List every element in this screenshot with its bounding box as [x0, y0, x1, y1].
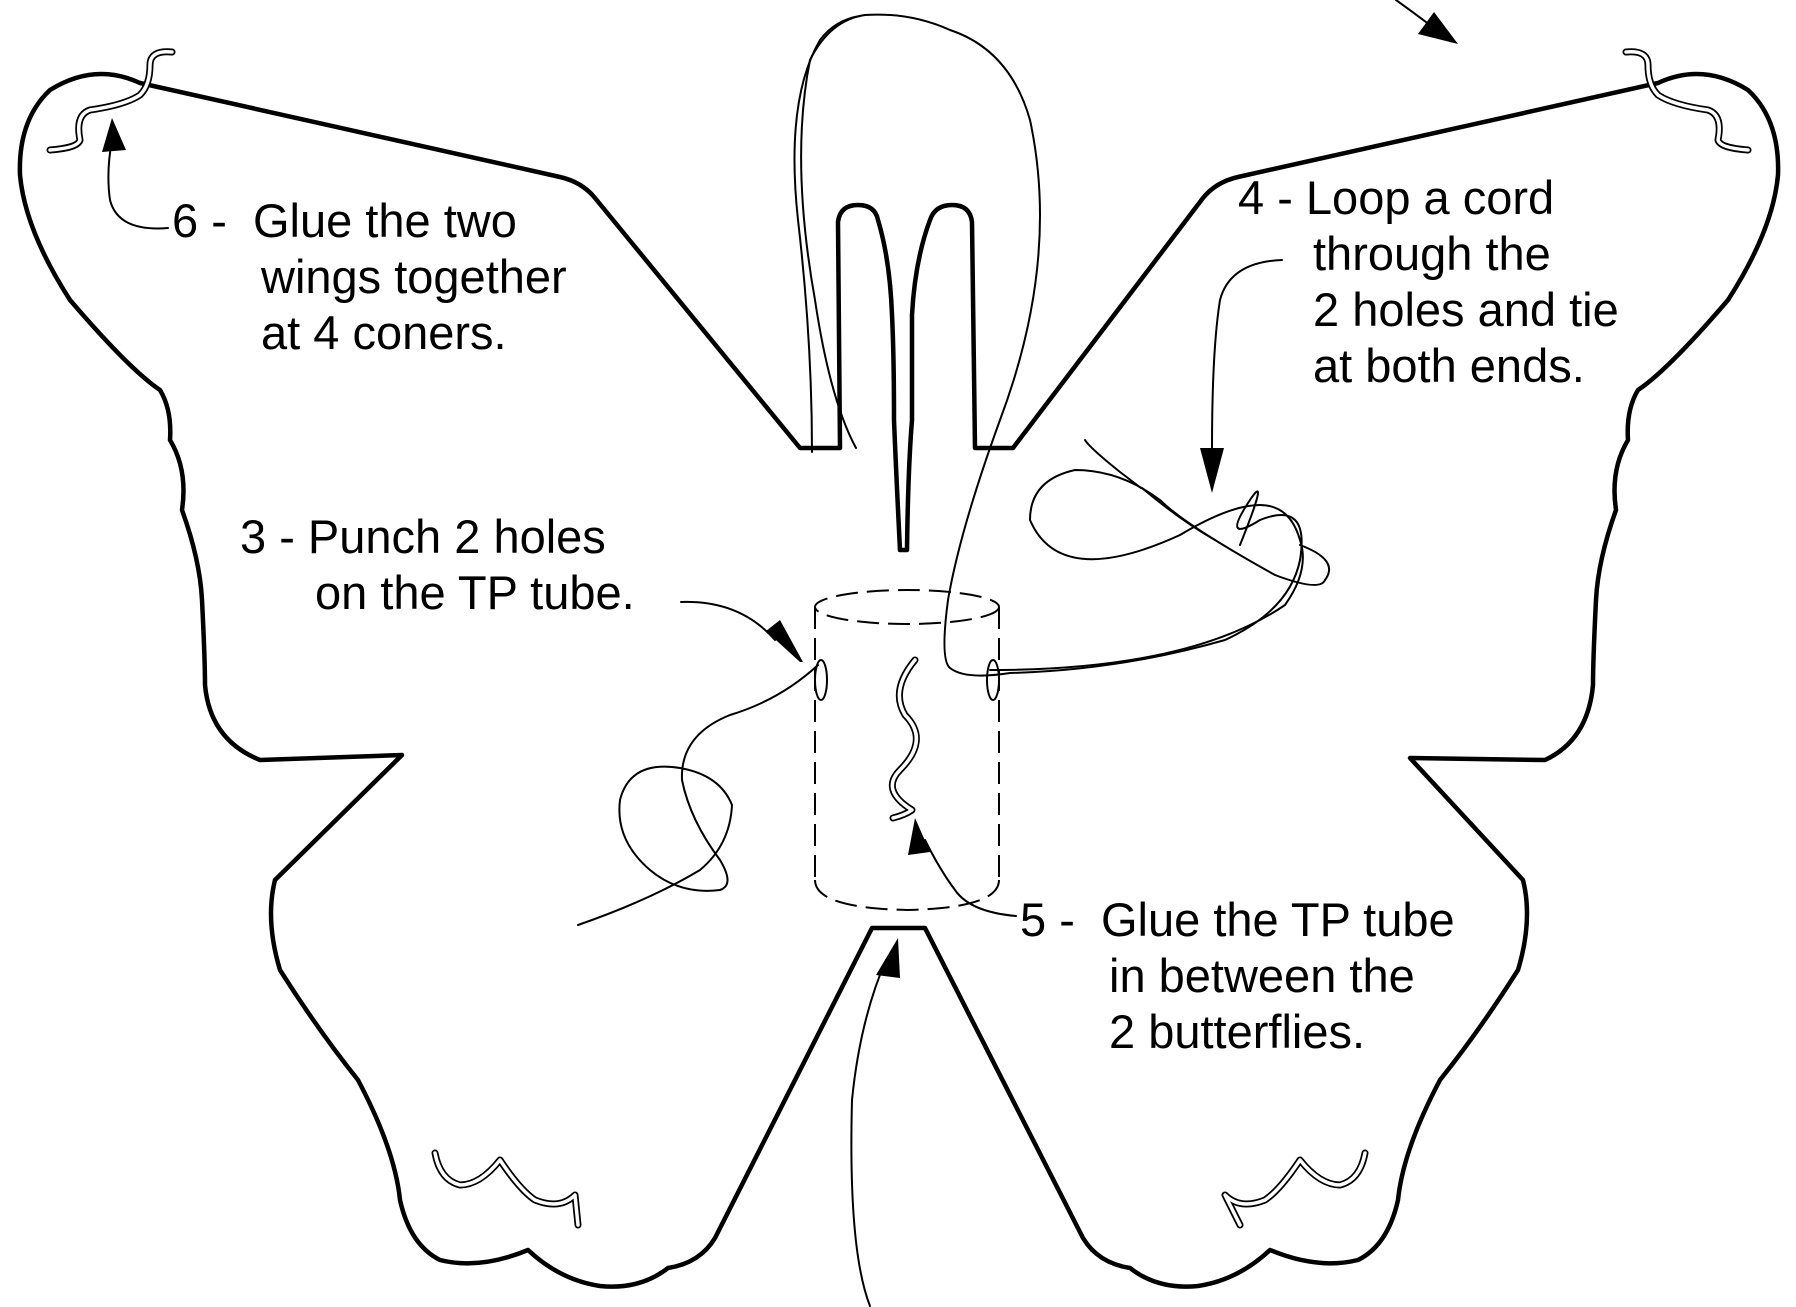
- leader-step-5: [925, 840, 1016, 916]
- arrow-bottom: [876, 938, 900, 978]
- tube-hole-right: [987, 660, 999, 700]
- step-3-line-2: on the TP tube.: [240, 565, 635, 621]
- step-6-line-1: Glue the two: [253, 194, 517, 247]
- step-6-number: 6 -: [172, 193, 227, 249]
- step-4-line-2: through the: [1238, 226, 1619, 282]
- tp-tube-top: [815, 590, 999, 624]
- leader-step-6: [108, 140, 168, 228]
- step-5-label: 5 - Glue the TP tube in between the 2 bu…: [1020, 892, 1455, 1060]
- cord-loop-right: [990, 470, 1329, 670]
- step-3-label: 3 - Punch 2 holes on the TP tube.: [240, 509, 635, 621]
- leader-step-3: [681, 602, 775, 640]
- cord: [801, 15, 1302, 676]
- step-4-number: 4 -: [1238, 170, 1293, 226]
- leader-bottom: [851, 960, 886, 1306]
- glue-mark-bottom-left: [435, 1153, 578, 1225]
- step-5-number: 5 -: [1020, 892, 1075, 948]
- arrow-top-right: [1418, 12, 1458, 44]
- cord-end-right-tail: [1085, 440, 1141, 488]
- step-4-label: 4 - Loop a cord through the 2 holes and …: [1238, 170, 1619, 394]
- step-6-line-3: at 4 coners.: [172, 305, 567, 361]
- arrow-step-4: [1200, 448, 1224, 493]
- leader-top-right: [1396, 0, 1430, 25]
- step-3-number: 3 -: [240, 509, 295, 565]
- step-4-line-1: Loop a cord: [1306, 171, 1554, 224]
- arrow-step-5: [908, 818, 930, 855]
- cord-loop-left: [578, 665, 818, 925]
- step-3-line-1: Punch 2 holes: [308, 510, 606, 563]
- glue-mark-bottom-right: [1225, 1153, 1365, 1225]
- tube-hole-left: [815, 660, 827, 700]
- step-4-line-3: 2 holes and tie: [1238, 282, 1619, 338]
- glue-mark-tube: [892, 660, 916, 818]
- arrow-step-3: [766, 620, 803, 662]
- glue-mark-top-right: [1626, 52, 1748, 150]
- step-6-line-2: wings together: [172, 249, 567, 305]
- step-5-line-1: Glue the TP tube: [1101, 893, 1455, 946]
- step-5-line-2: in between the: [1020, 948, 1455, 1004]
- step-4-line-4: at both ends.: [1238, 338, 1619, 394]
- arrow-step-6: [102, 118, 126, 152]
- cord-strand-left: [794, 16, 860, 452]
- step-5-line-3: 2 butterflies.: [1020, 1004, 1455, 1060]
- step-6-label: 6 - Glue the two wings together at 4 con…: [172, 193, 567, 361]
